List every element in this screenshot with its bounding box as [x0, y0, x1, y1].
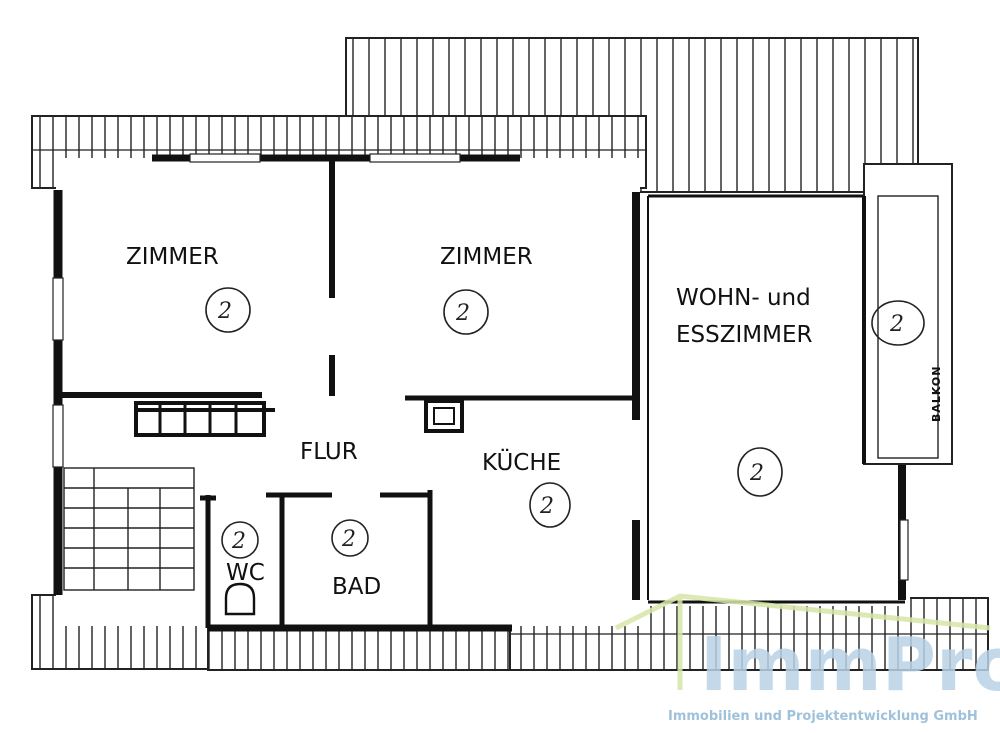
room-label-wohn-line2: ESSZIMMER — [676, 322, 812, 348]
handwritten-mark-zimmer-left: 2 — [205, 287, 251, 333]
immpro-logo: ImmPro Immobilien und Projektentwicklung… — [614, 593, 1000, 724]
balkon-area — [862, 163, 953, 465]
svg-text:ImmPro: ImmPro — [700, 622, 1000, 708]
handwritten-mark-kueche: 2 — [529, 482, 571, 528]
interior-walls — [58, 158, 649, 628]
room-label-wc: WC — [226, 560, 265, 586]
handwritten-mark-wc: 2 — [221, 521, 259, 559]
room-label-wohn-line1: WOHN- und — [676, 285, 811, 311]
logo-tagline: Immobilien und Projektentwicklung GmbH — [668, 709, 978, 724]
room-label-kueche: KÜCHE — [482, 448, 561, 476]
handwritten-mark-balkon: 2 — [871, 300, 925, 346]
svg-text:2: 2 — [749, 461, 764, 486]
svg-text:2: 2 — [341, 527, 356, 552]
handwritten-mark-zimmer-right: 2 — [443, 289, 489, 335]
room-label-zimmer-right: ZIMMER — [440, 244, 533, 270]
handwritten-mark-wohn: 2 — [737, 447, 783, 497]
svg-text:2: 2 — [455, 301, 470, 326]
svg-text:2: 2 — [539, 494, 554, 519]
svg-text:2: 2 — [889, 312, 904, 337]
room-label-bad: BAD — [332, 574, 381, 600]
room-label-zimmer-left: ZIMMER — [126, 244, 219, 270]
windows — [52, 153, 909, 581]
svg-text:2: 2 — [231, 529, 246, 554]
toilet-symbol — [224, 582, 256, 616]
handwritten-mark-bad: 2 — [331, 519, 369, 557]
staircase — [63, 467, 195, 591]
room-label-balkon: BALKON — [930, 366, 943, 423]
chimney — [424, 399, 464, 433]
radiator-grille — [134, 401, 275, 437]
svg-text:2: 2 — [217, 299, 232, 324]
room-label-flur: FLUR — [300, 439, 358, 465]
